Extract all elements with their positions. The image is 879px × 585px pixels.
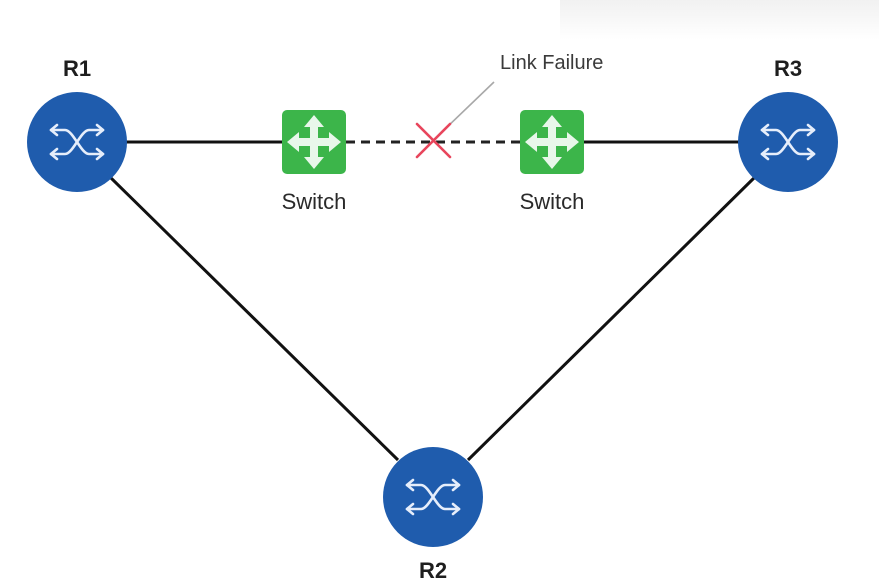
switch-2-label: Switch [519,189,585,214]
router-icon [760,123,816,161]
router-r3[interactable] [738,92,838,192]
router-r2-label: R2 [418,558,448,583]
background-shade [560,0,879,40]
switch-1[interactable] [282,110,346,174]
link-failure-label: Link Failure [500,52,604,74]
switch-icon [525,115,579,169]
link-r1-r2 [108,175,400,462]
link-r3-r2 [466,175,757,462]
router-icon [49,123,105,161]
router-r2[interactable] [383,447,483,547]
switch-2[interactable] [520,110,584,174]
annotation-leader-line [443,81,495,131]
router-r3-label: R3 [773,56,803,81]
router-r1-label: R1 [62,56,92,81]
switch-1-label: Switch [281,189,347,214]
switch-icon [287,115,341,169]
router-r1[interactable] [27,92,127,192]
x-failure-icon [415,122,452,159]
router-icon [405,478,461,516]
